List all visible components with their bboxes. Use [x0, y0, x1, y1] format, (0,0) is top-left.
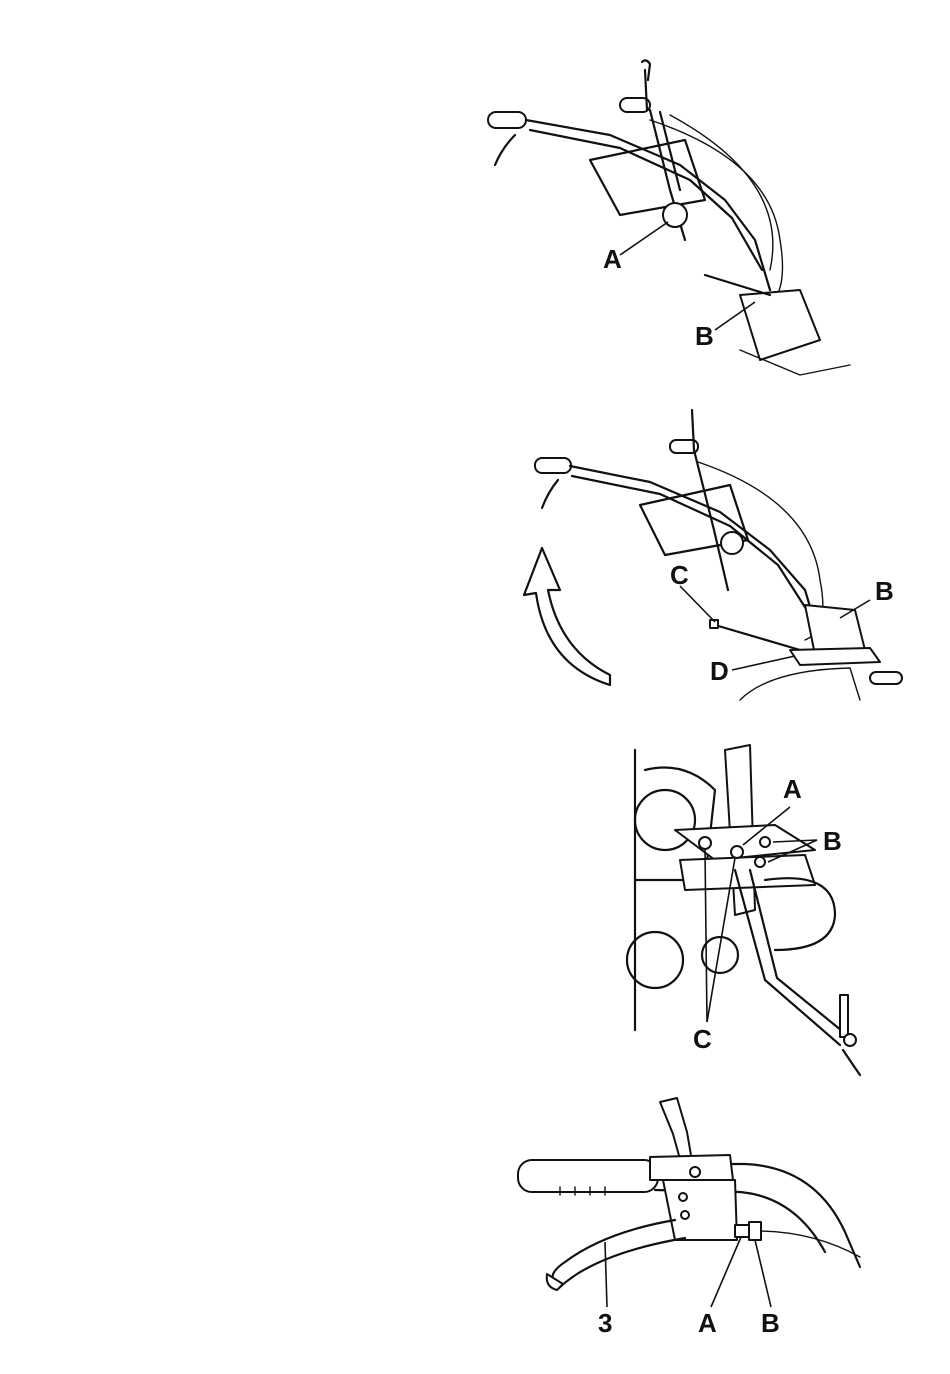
callout-a: A — [603, 244, 622, 274]
callout-c: C — [693, 1024, 712, 1054]
callout-b: B — [823, 826, 842, 856]
handle-mount-bracket-drawing: A B C — [625, 710, 870, 1090]
callout-3: 3 — [598, 1308, 612, 1338]
hand-grip-icon — [518, 1160, 658, 1192]
figure-handlebar-overview: A B — [470, 40, 870, 390]
handlebar-overview-drawing: A B — [470, 40, 870, 390]
callout-b: B — [695, 321, 714, 351]
clutch-lever-grip-drawing: 3 A B — [515, 1092, 865, 1367]
callout-d: D — [710, 656, 729, 686]
housing-icon — [740, 290, 820, 360]
rotate-up-arrow-icon — [524, 548, 610, 685]
callout-a: A — [783, 774, 802, 804]
figure-handlebar-raised: C B D — [520, 400, 910, 700]
callout-a: A — [698, 1308, 717, 1338]
bolt-icon — [699, 837, 711, 849]
callout-b: B — [761, 1308, 780, 1338]
handlebar-raised-drawing: C B D — [520, 400, 910, 700]
lever-housing-icon — [663, 1180, 737, 1240]
callout-c: C — [670, 560, 689, 590]
left-grip-icon — [488, 112, 526, 128]
figure-clutch-lever-grip: 3 A B — [515, 1092, 865, 1367]
callout-b: B — [875, 576, 894, 606]
figure-handle-mount-bracket: A B C — [625, 710, 870, 1090]
